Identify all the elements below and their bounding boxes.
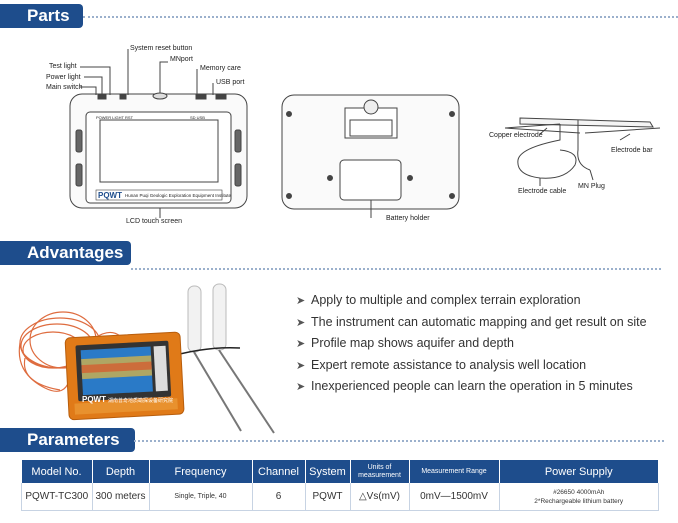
cell-units: △Vs(mV) (350, 483, 410, 511)
cell-range: 0mV—1500mV (409, 483, 500, 511)
label-electrode-cable: Electrode cable (518, 188, 567, 195)
arrow-icon: ➤ (296, 316, 306, 329)
cell-system: PQWT (305, 483, 351, 511)
label-battery-holder: Battery holder (386, 215, 430, 222)
electrodes-drawing (504, 117, 661, 186)
product-brand: PQWT (82, 395, 106, 404)
parameters-table: Model No. Depth Frequency Channel System… (21, 460, 659, 511)
cell-frequency: Single, Triple, 40 (149, 483, 253, 511)
section-divider (83, 16, 678, 18)
label-lcd: LCD touch screen (126, 218, 183, 225)
col-header-units: Units of measurement (350, 460, 410, 483)
section-divider (134, 440, 664, 442)
label-test-light: Test light (49, 63, 77, 70)
arrow-icon: ➤ (296, 338, 306, 350)
label-usb-port: USB port (216, 79, 245, 86)
device-institute: Hunan Puqi Geologic Exploration Equipmen… (125, 193, 232, 198)
list-item: ➤Profile map shows aquifer and depth (296, 333, 647, 355)
label-memory-card: Memory care (200, 65, 241, 72)
col-header-power: Power Supply (499, 460, 659, 483)
label-electrode-bar: Electrode bar (611, 147, 653, 154)
col-header-range: Measurement Range (409, 460, 500, 483)
arrow-icon: ➤ (296, 381, 306, 393)
label-main-switch: Main switch (46, 84, 83, 91)
list-item: ➤The instrument can automatic mapping an… (296, 312, 647, 334)
cell-model: PQWT-TC300 (21, 483, 93, 511)
table-row: PQWT-TC300 300 meters Single, Triple, 40… (21, 483, 659, 511)
col-header-frequency: Frequency (149, 460, 253, 483)
label-copper-electrode: Copper electrode (489, 132, 543, 139)
col-header-depth: Depth (92, 460, 150, 483)
device-brand: PQWT (98, 191, 122, 200)
arrow-icon: ➤ (296, 359, 306, 372)
product-photo (18, 283, 275, 434)
table-header-row: Model No. Depth Frequency Channel System… (21, 460, 659, 483)
label-system-reset: System reset button (130, 45, 193, 52)
section-divider (131, 268, 661, 270)
label-mn-plug: MN Plug (578, 183, 605, 190)
list-item: ➤Expert remote assistance to analysis we… (296, 355, 647, 377)
device-front-drawing (69, 49, 248, 218)
cell-power: #26650 4000mAh 2*Rechargeable lithium ba… (499, 483, 659, 511)
device-back-drawing (281, 94, 460, 218)
advantages-list: ➤Apply to multiple and complex terrain e… (296, 290, 647, 398)
power-line-2: 2*Rechargeable lithium battery (534, 497, 624, 505)
cell-depth: 300 meters (92, 483, 150, 511)
col-header-channel: Channel (252, 460, 306, 483)
col-header-model: Model No. (21, 460, 93, 483)
parts-diagram (69, 49, 661, 218)
label-mnport: MNport (170, 56, 193, 63)
section-title-parameters: Parameters (0, 428, 135, 452)
list-item: ➤Apply to multiple and complex terrain e… (296, 290, 647, 312)
section-title-parts: Parts (0, 4, 83, 28)
device-top-left-text: POWER LIGHT RST (96, 115, 134, 120)
product-caption: 湖南普奇地质勘探设备研究院 (108, 398, 174, 404)
arrow-icon: ➤ (296, 295, 306, 307)
device-top-right-text: SD USB (190, 115, 205, 120)
section-title-advantages: Advantages (0, 241, 131, 265)
cell-channel: 6 (252, 483, 306, 511)
power-line-1: #26650 4000mAh (553, 488, 605, 496)
label-power-light: Power light (46, 74, 81, 81)
list-item: ➤Inexperienced people can learn the oper… (296, 376, 647, 398)
col-header-system: System (305, 460, 351, 483)
